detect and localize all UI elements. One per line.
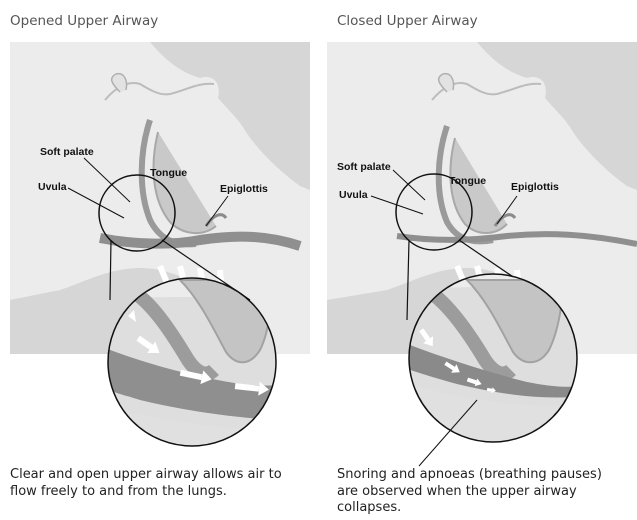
label-uvula: Uvula bbox=[38, 181, 67, 193]
label-epiglottis: Epiglottis bbox=[220, 183, 268, 195]
label-soft-palate: Soft palate bbox=[337, 161, 391, 173]
panel-title: Closed Upper Airway bbox=[337, 13, 478, 29]
label-tongue: Tongue bbox=[150, 167, 187, 179]
panel-caption: Clear and open upper airway allows air t… bbox=[10, 467, 295, 500]
closed-airway-panel: Soft palate Uvula Tongue Epiglottis Clos… bbox=[327, 0, 637, 520]
panel-caption: Snoring and apnoeas (breathing pauses) a… bbox=[337, 467, 622, 517]
open-airway-panel: Soft palate Uvula Tongue Epiglottis Open… bbox=[0, 0, 310, 520]
label-epiglottis: Epiglottis bbox=[511, 181, 559, 193]
label-tongue: Tongue bbox=[449, 175, 486, 187]
label-soft-palate: Soft palate bbox=[40, 146, 94, 158]
panel-title: Opened Upper Airway bbox=[10, 13, 158, 29]
open-airway-illustration: Soft palate Uvula Tongue Epiglottis bbox=[0, 0, 310, 520]
closed-airway-illustration: Soft palate Uvula Tongue Epiglottis bbox=[327, 0, 637, 520]
label-uvula: Uvula bbox=[339, 189, 368, 201]
